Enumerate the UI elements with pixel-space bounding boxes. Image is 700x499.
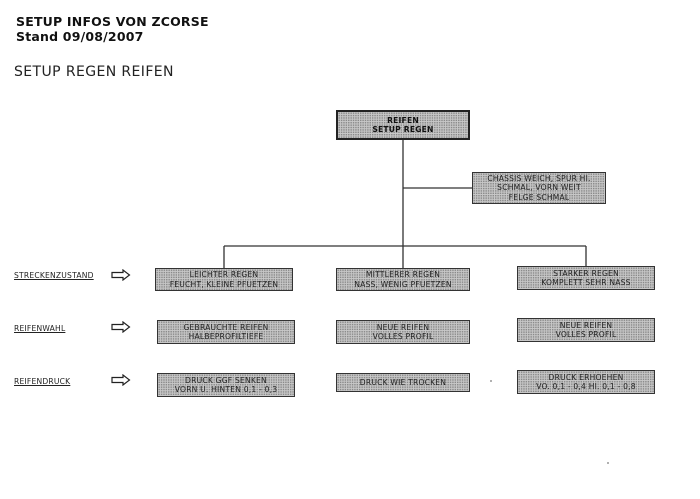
arrow-right-icon: [111, 321, 131, 333]
tire-box-used-tires: GEBRAUCHTE REIFEN HALBEPROFILTIEFE: [157, 320, 295, 344]
condition-box-light-rain: LEICHTER REGEN FEUCHT, KLEINE PFUETZEN: [155, 268, 293, 291]
pressure-line1: DRUCK WIE TROCKEN: [359, 377, 447, 387]
root-box-line2: SETUP REGEN: [372, 125, 434, 134]
tire-line1: NEUE REIFEN: [376, 322, 430, 332]
condition-line2: FEUCHT, KLEINE PFUETZEN: [169, 279, 279, 289]
tire-line2: HALBEPROFILTIEFE: [188, 332, 264, 341]
scan-speck: [490, 380, 492, 382]
arrow-right-icon: [111, 269, 131, 281]
condition-box-medium-rain: MITTLERER REGEN NASS, WENIG PFUETZEN: [336, 268, 470, 291]
chassis-note-line1: CHASSIS WEICH, SPUR HI.: [487, 173, 591, 183]
chassis-note-line3: FELGE SCHMAL: [508, 192, 570, 202]
pressure-box-lower: DRUCK GGF SENKEN VORN U. HINTEN 0,1 - 0,…: [157, 373, 295, 397]
condition-line1: MITTLERER REGEN: [365, 270, 441, 280]
tire-line2: VOLLES PROFIL: [555, 330, 617, 339]
row-label-reifendruck: REIFENDRUCK: [14, 377, 71, 386]
arrow-right-icon: [111, 374, 131, 386]
pressure-line1: DRUCK GGF SENKEN: [185, 375, 267, 385]
tire-line2: VOLLES PROFIL: [372, 332, 434, 341]
document-title: SETUP INFOS VON ZCORSE: [16, 14, 209, 29]
pressure-line2: VO. 0,1 - 0,4 HI. 0,1 - 0,8: [536, 382, 636, 391]
tire-box-new-tires: NEUE REIFEN VOLLES PROFIL: [517, 318, 655, 342]
tire-box-new-tires: NEUE REIFEN VOLLES PROFIL: [336, 320, 470, 344]
row-label-reifenwahl: REIFENWAHL: [14, 324, 66, 333]
condition-line1: LEICHTER REGEN: [189, 270, 259, 280]
root-box-line1: REIFEN: [387, 115, 419, 125]
tire-line1: NEUE REIFEN: [559, 320, 613, 330]
pressure-box-same-as-dry: DRUCK WIE TROCKEN: [336, 373, 470, 392]
condition-line2: KOMPLETT SEHR NASS: [541, 278, 631, 287]
condition-line1: STARKER REGEN: [553, 268, 619, 278]
tire-line1: GEBRAUCHTE REIFEN: [183, 322, 269, 332]
chassis-note-box: CHASSIS WEICH, SPUR HI. SCHMAL, VORN WEI…: [472, 172, 606, 204]
condition-line2: NASS, WENIG PFUETZEN: [354, 279, 452, 289]
root-box: REIFEN SETUP REGEN: [336, 110, 470, 140]
pressure-box-raise: DRUCK ERHOEHEN VO. 0,1 - 0,4 HI. 0,1 - 0…: [517, 370, 655, 394]
document-date: Stand 09/08/2007: [16, 29, 144, 44]
pressure-line1: DRUCK ERHOEHEN: [548, 372, 624, 382]
condition-box-heavy-rain: STARKER REGEN KOMPLETT SEHR NASS: [517, 266, 655, 290]
scan-speck: [607, 462, 609, 464]
pressure-line2: VORN U. HINTEN 0,1 - 0,3: [174, 385, 278, 394]
row-label-streckenzustand: STRECKENZUSTAND: [14, 271, 94, 280]
chassis-note-line2: SCHMAL, VORN WEIT: [497, 183, 581, 193]
page-subtitle: SETUP REGEN REIFEN: [14, 64, 174, 80]
